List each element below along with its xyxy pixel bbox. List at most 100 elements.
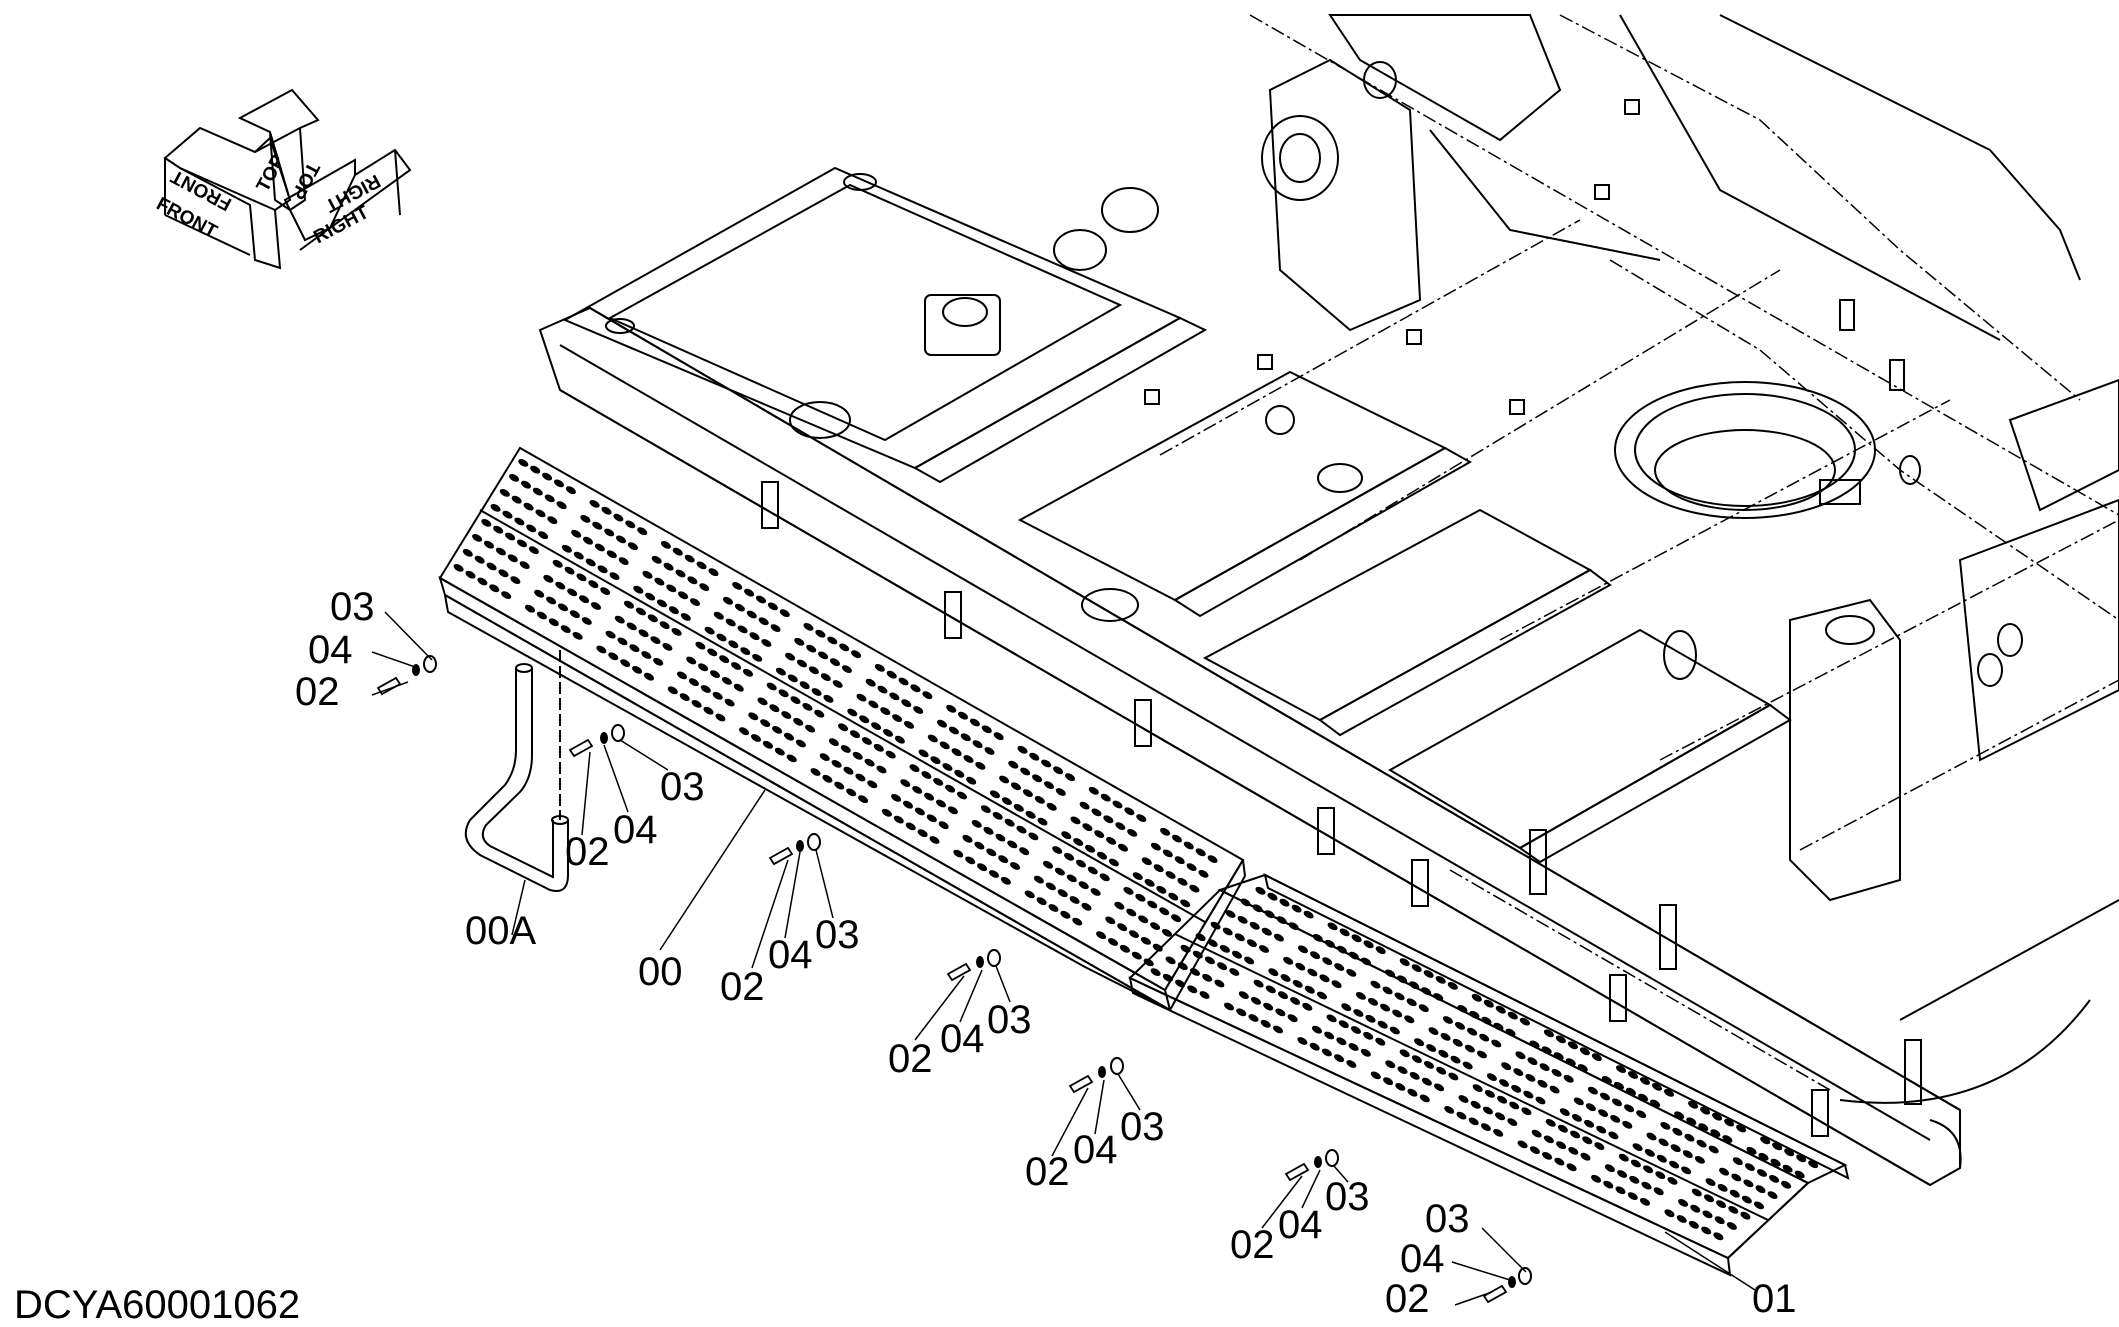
tread-hole: [498, 569, 509, 578]
leader-line: [751, 859, 789, 969]
tread-hole: [859, 715, 870, 724]
tread-hole: [1507, 1118, 1518, 1127]
tread-hole: [1397, 1066, 1408, 1075]
tread-hole: [1087, 866, 1098, 875]
tread-hole: [1288, 922, 1299, 931]
tread-hole: [1407, 1088, 1418, 1097]
tread-hole: [1375, 946, 1386, 955]
tread-hole: [614, 615, 625, 624]
lock-washer-04: [1098, 1066, 1106, 1078]
callout-02: 02: [295, 670, 340, 714]
tread-hole: [1479, 1033, 1490, 1042]
tread-hole: [1075, 859, 1087, 868]
tread-hole: [1491, 1039, 1502, 1048]
tread-hole: [1156, 885, 1167, 894]
tread-hole: [1556, 1141, 1567, 1150]
tread-hole: [1106, 836, 1117, 845]
tread-hole: [703, 706, 714, 715]
leader-lines: [371, 611, 1756, 1306]
tread-hole: [1081, 902, 1092, 911]
tread-hole: [1195, 848, 1206, 857]
tread-hole: [507, 554, 518, 563]
tread-hole: [794, 637, 805, 646]
tread-hole: [1380, 1003, 1391, 1012]
tread-hole: [935, 799, 947, 808]
tread-hole: [1099, 873, 1110, 882]
tread-hole: [1587, 1086, 1598, 1095]
tread-hole: [1334, 1054, 1345, 1063]
leader-line: [995, 965, 1011, 1003]
callout-labels: 03 04 02 02 04 03 02 04 03 02 04 03 02 0…: [295, 585, 1797, 1321]
tread-hole: [613, 513, 624, 522]
tread-hole: [571, 529, 582, 538]
callout-02: 02: [720, 965, 765, 1009]
tread-hole: [1577, 1064, 1588, 1072]
tread-hole: [1331, 980, 1342, 989]
tread-hole: [462, 548, 473, 557]
tread-hole: [1010, 862, 1021, 870]
tread-hole: [1159, 907, 1170, 916]
step-front-tread-holes: [453, 458, 1218, 967]
callout-03: 03: [1120, 1105, 1165, 1149]
bolt-02: [568, 738, 594, 758]
tread-hole: [1450, 1055, 1461, 1064]
tread-hole: [851, 650, 862, 659]
tread-hole: [796, 659, 808, 668]
tread-hole: [1433, 993, 1444, 1001]
tread-hole: [823, 694, 834, 703]
tread-hole: [688, 678, 699, 687]
tread-hole: [671, 627, 682, 636]
tread-hole: [679, 693, 690, 702]
tread-hole: [1096, 851, 1108, 860]
tread-hole: [760, 719, 771, 728]
tread-hole: [1124, 807, 1135, 816]
callout-03: 03: [815, 913, 860, 957]
tread-hole: [1252, 904, 1263, 913]
tread-hole: [867, 780, 878, 789]
bolt-02: [768, 846, 794, 866]
tread-hole: [783, 732, 795, 741]
tread-hole: [1741, 1195, 1752, 1204]
tread-hole: [528, 546, 539, 555]
tread-hole: [1264, 910, 1275, 919]
tread-hole: [495, 547, 506, 556]
tread-hole: [770, 624, 781, 633]
tread-hole: [1126, 908, 1137, 917]
tread-hole: [691, 699, 702, 708]
tread-hole: [596, 645, 607, 654]
fastener-groups: [376, 655, 1532, 1304]
tread-hole: [1160, 827, 1171, 836]
tread-hole: [1114, 901, 1125, 910]
tread-hole: [1375, 1037, 1386, 1046]
tread-hole: [1567, 1041, 1578, 1050]
tread-hole: [474, 555, 485, 564]
tread-hole: [1132, 872, 1143, 881]
tread-hole: [1370, 1071, 1381, 1080]
tread-hole: [1611, 1098, 1623, 1107]
tread-hole: [1688, 1220, 1699, 1229]
tread-hole: [650, 636, 661, 645]
leader-line: [371, 651, 419, 669]
lock-washer-04: [1314, 1156, 1322, 1168]
tread-hole: [1428, 1027, 1439, 1036]
tread-hole: [1292, 979, 1303, 988]
tread-hole: [580, 514, 591, 523]
tread-hole: [1165, 956, 1176, 965]
tread-hole: [1105, 916, 1116, 925]
tread-hole: [1055, 788, 1066, 796]
washer-03: [423, 655, 437, 673]
tread-hole: [1438, 1049, 1449, 1058]
tread-hole: [834, 781, 845, 790]
leader-line: [959, 969, 983, 1023]
handrail: [464, 650, 569, 892]
tread-hole: [926, 814, 937, 823]
tread-hole: [1457, 1004, 1468, 1013]
tread-hole: [1448, 1072, 1459, 1081]
tread-hole: [1529, 1040, 1540, 1049]
tread-hole: [1150, 842, 1161, 851]
tread-hole: [505, 532, 516, 541]
tread-hole: [1082, 823, 1093, 832]
tread-hole: [1527, 1057, 1538, 1066]
tread-hole: [779, 609, 790, 618]
